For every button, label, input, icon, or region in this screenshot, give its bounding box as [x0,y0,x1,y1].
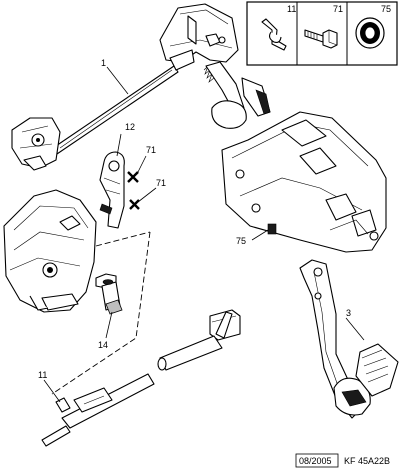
footer-date: 08/2005 [299,456,332,466]
leader-1 [106,66,129,95]
callout-11: 11 [38,370,47,380]
brake-pedal [299,259,371,419]
footer: 08/2005 KF 45A22B [295,453,390,468]
inset-label-11: 11 [287,4,296,14]
bolt-marker-upper [127,155,147,183]
callout-1: 1 [101,58,106,68]
callout-14: 14 [98,340,108,350]
pedal-pad [355,343,399,397]
left-mount-bracket [11,117,61,171]
guide-dashed-top [95,231,151,247]
clutch-cable [41,373,155,447]
bolt-icon [304,29,338,49]
pedal-shaft [49,49,195,157]
leader-11 [43,379,61,403]
callout-3: 3 [346,308,351,318]
callout-75: 75 [236,236,246,246]
bolt-marker-lower [129,187,157,210]
callout-71-upper: 71 [146,145,156,155]
inset-label-71: 71 [333,4,343,14]
guide-dashed-left [51,231,151,395]
brake-light-switch [95,273,123,339]
leader-75 [251,229,269,241]
leader-3 [345,317,365,341]
pushrod-assembly [157,309,241,371]
switch-bracket [99,133,125,229]
callout-12: 12 [125,122,135,132]
leader-14 [105,311,113,339]
leader-12 [116,133,122,157]
washer-icon [355,17,385,49]
inset-panel: 11 71 75 [246,1,398,66]
callout-71-lower: 71 [156,178,166,188]
footer-code: KF 45A22B [344,456,390,466]
inset-label-75: 75 [381,4,391,14]
clip-icon [261,18,287,51]
brake-pedal-box [221,111,387,253]
clutch-housing [3,189,97,313]
